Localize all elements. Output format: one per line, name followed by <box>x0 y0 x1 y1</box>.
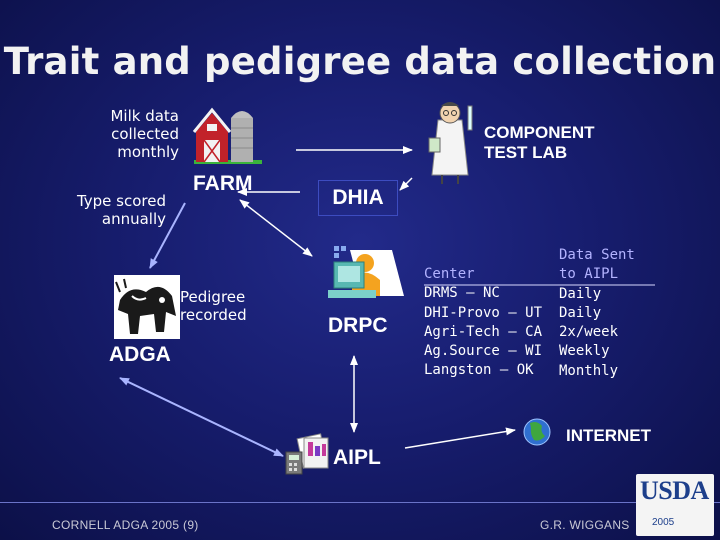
milk-note-line: monthly <box>117 143 179 161</box>
farm-drpc-arrow <box>239 199 313 257</box>
drpc-label: DRPC <box>328 314 388 337</box>
lab-to-dhia-arrow <box>399 177 413 191</box>
slide-title: Trait and pedigree data collection <box>3 40 717 83</box>
barn-icon <box>192 107 262 164</box>
center-cell: Agri-Tech – CA <box>424 323 543 340</box>
documents-icon <box>285 433 329 475</box>
lab-label: COMPONENT TEST LAB <box>484 123 595 163</box>
lab-label-line: COMPONENT <box>484 123 595 142</box>
center-cell: Ag.Source – WI <box>424 343 543 360</box>
footer-left-text: CORNELL ADGA 2005 (9) <box>52 518 199 532</box>
pedigree-note-line: Pedigree <box>180 288 246 306</box>
type-note-line: Type scored <box>76 192 166 210</box>
footer-divider <box>0 502 720 503</box>
frequency-column: Data Sent to AIPL Daily Daily 2x/week We… <box>559 246 635 381</box>
frequency-cell: Daily <box>559 285 602 302</box>
internet-label: INTERNET <box>566 426 651 445</box>
adga-aipl-arrow <box>119 377 284 457</box>
usda-logo-text: USDA <box>640 476 709 505</box>
frequency-header: to AIPL <box>559 266 619 283</box>
usda-logo-year: 2005 <box>652 517 675 528</box>
milk-note-line: collected <box>111 125 179 143</box>
frequency-cell: Daily <box>559 304 602 321</box>
frequency-cell: Weekly <box>559 343 610 360</box>
center-cell: DHI-Provo – UT <box>424 304 543 321</box>
frequency-header: Data Sent <box>559 247 635 263</box>
scientist-icon <box>428 102 473 184</box>
center-cell: DRMS – NC <box>424 285 500 302</box>
lab-label-line: TEST LAB <box>484 143 568 162</box>
pedigree-note-line: recorded <box>180 306 247 324</box>
frequency-cell: Monthly <box>559 362 619 379</box>
pedigree-note: Pedigree recorded <box>180 288 250 324</box>
center-header: Center <box>424 266 475 282</box>
milk-note-line: Milk data <box>110 107 179 125</box>
center-cell: Langston – OK <box>424 362 534 379</box>
dhia-box: DHIA <box>318 180 398 216</box>
type-note-line: annually <box>101 210 166 228</box>
milk-note: Milk data collected monthly <box>84 107 179 161</box>
aipl-label: AIPL <box>333 446 381 469</box>
adga-label: ADGA <box>109 343 171 366</box>
usda-logo <box>636 474 714 536</box>
frequency-cell: 2x/week <box>559 324 619 341</box>
computer-user-icon <box>328 246 404 298</box>
goats-icon <box>114 275 180 339</box>
aipl-to-internet-arrow <box>404 427 516 449</box>
farm-to-adga-arrow <box>149 202 186 269</box>
dhia-label: DHIA <box>332 186 384 209</box>
globe-icon <box>523 418 551 446</box>
type-note: Type scored annually <box>60 192 166 228</box>
center-column: Center DRMS – NC DHI-Provo – UT Agri-Tec… <box>424 265 542 381</box>
footer-right-text: G.R. WIGGANS <box>540 518 630 532</box>
